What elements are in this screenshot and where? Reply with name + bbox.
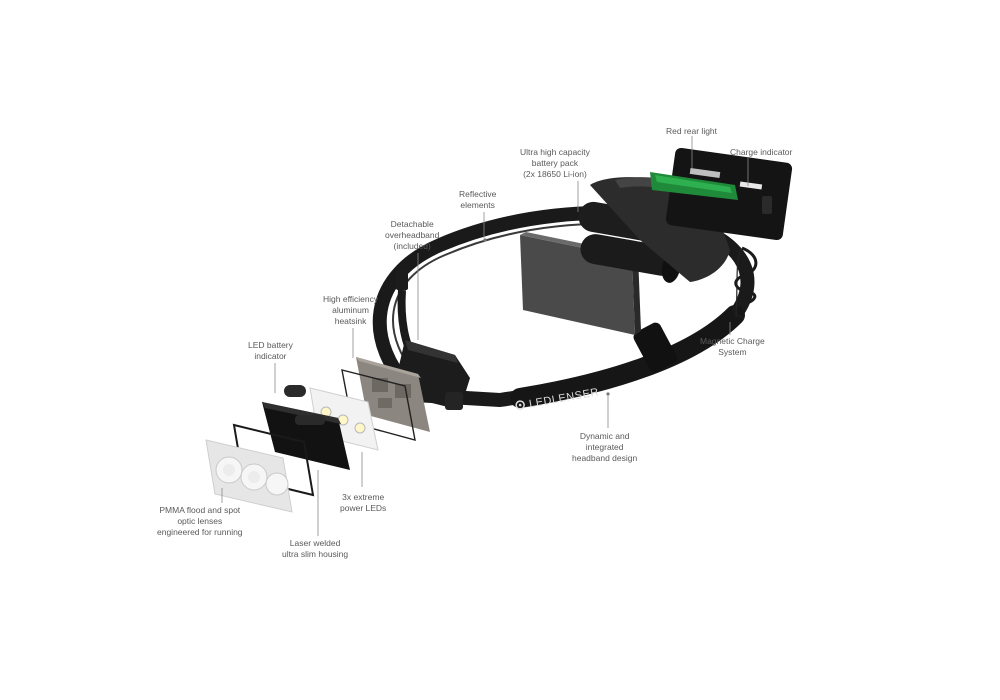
callout-reflective-elements: Reflective elements bbox=[459, 189, 497, 210]
magnetic-charge-cable bbox=[732, 246, 758, 320]
battery-pack bbox=[520, 177, 730, 335]
callout-charge-indicator: Charge indicator bbox=[730, 147, 793, 157]
callout-dynamic-headband: Dynamic and integrated headband design bbox=[572, 431, 638, 463]
callout-red-rear-light: Red rear light bbox=[666, 126, 718, 136]
callout-battery-pack: Ultra high capacity battery pack (2x 186… bbox=[520, 147, 590, 179]
pmma-lenses bbox=[205, 439, 293, 513]
callout-laser-welded-housing: Laser welded ultra slim housing bbox=[282, 538, 349, 559]
ultra-slim-housing bbox=[262, 402, 350, 470]
callout-power-leds: 3x extreme power LEDs bbox=[340, 492, 387, 513]
callout-heatsink: High efficiency aluminum heatsink bbox=[323, 294, 379, 326]
rear-light-module bbox=[650, 147, 793, 241]
callout-led-battery-indicator: LED battery indicator bbox=[248, 340, 293, 361]
callout-magnetic-charge: Magnetic Charge System bbox=[700, 336, 765, 357]
leader-lines bbox=[221, 136, 749, 536]
callout-overheadband: Detachable overheadband (included) bbox=[385, 219, 440, 251]
aluminum-heatsink bbox=[356, 357, 430, 432]
callout-pmma-lenses: PMMA flood and spot optic lenses enginee… bbox=[157, 505, 243, 537]
battery-indicator-lens bbox=[284, 385, 306, 397]
